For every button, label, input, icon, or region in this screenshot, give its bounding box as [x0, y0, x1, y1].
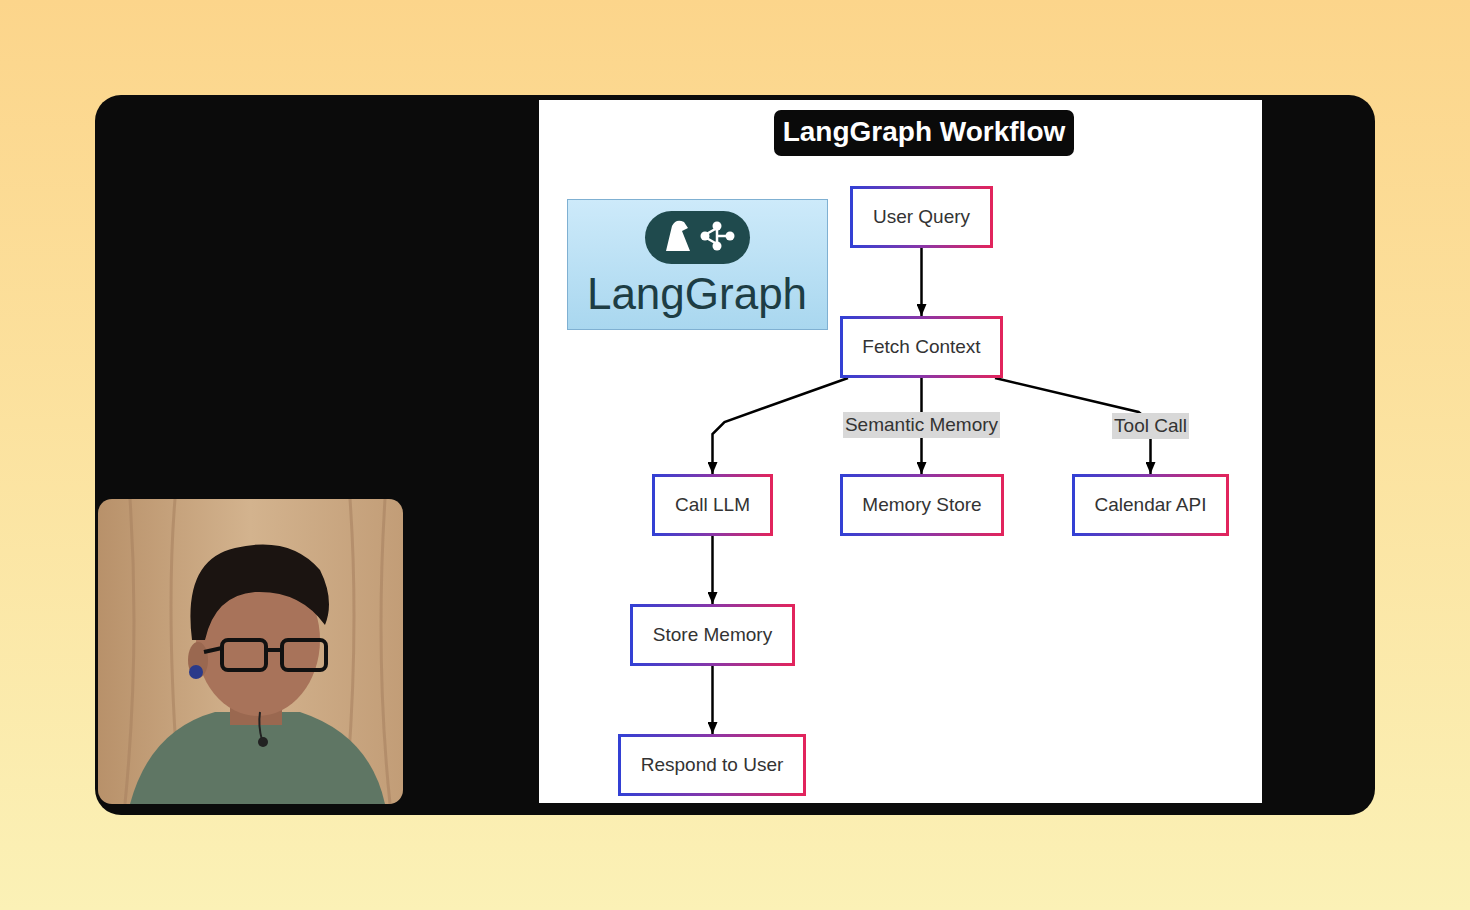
- shirt: [130, 712, 385, 804]
- glasses-bridge: [204, 648, 282, 652]
- flow-arrow: [713, 378, 849, 474]
- node-label: Memory Store: [862, 493, 981, 517]
- slide: [539, 100, 1262, 803]
- node-label: Fetch Context: [862, 335, 980, 359]
- ear: [188, 642, 208, 678]
- wood-grain: [125, 499, 390, 804]
- logo-wordmark: LangGraph: [587, 269, 807, 319]
- logo-dot: [726, 232, 735, 241]
- flow-arrow: [920, 248, 923, 316]
- glasses-right: [282, 640, 326, 670]
- mic-wire: [259, 712, 262, 740]
- slide-title: LangGraph Workflow: [774, 110, 1075, 156]
- process-box: Memory Store: [840, 474, 1004, 536]
- logo-box: LangGraph: [567, 199, 828, 330]
- flow-arrow: [711, 536, 714, 604]
- logo-dot: [713, 222, 722, 231]
- logo-dot: [713, 242, 722, 251]
- logo-dot: [701, 232, 710, 241]
- node-label: Call LLM: [675, 493, 750, 517]
- node-label: Calendar API: [1095, 493, 1207, 517]
- webcam-image: [98, 499, 403, 804]
- logo-graph: [703, 228, 730, 244]
- glasses-left: [222, 640, 266, 670]
- mic: [258, 737, 268, 747]
- video-panel: [95, 95, 1375, 815]
- node-label: Store Memory: [653, 623, 772, 647]
- process-box: Calendar API: [1072, 474, 1229, 536]
- process-box: Call LLM: [652, 474, 773, 536]
- hair: [190, 544, 329, 640]
- process-box: User Query: [850, 186, 993, 248]
- node-label: Respond to User: [641, 753, 784, 777]
- logo-bird: [666, 221, 690, 251]
- flow-arrow: [711, 666, 714, 734]
- earphone: [189, 665, 203, 679]
- node-label: User Query: [873, 205, 970, 229]
- process-box: Store Memory: [630, 604, 795, 666]
- process-box: Respond to User: [618, 734, 806, 796]
- logo-pill: [645, 211, 750, 264]
- edge-label: Semantic Memory: [843, 412, 1000, 438]
- process-box: Fetch Context: [840, 316, 1003, 378]
- edge-label: Tool Call: [1112, 413, 1189, 439]
- wood-wall: [98, 499, 403, 804]
